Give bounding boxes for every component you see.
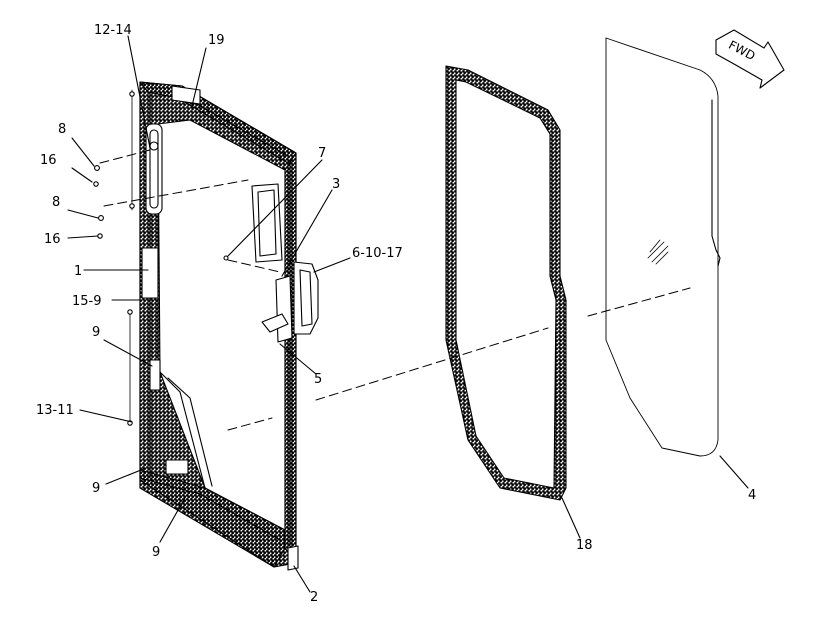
callout-8-lower: 8 [52, 195, 60, 210]
callout-9-upper: 9 [92, 325, 100, 340]
callout-16-upper: 16 [40, 153, 57, 168]
callout-labels: 12-14 19 8 16 8 16 1 15-9 9 13-11 9 9 7 … [36, 23, 756, 605]
callout-9-lower: 9 [152, 545, 160, 560]
callout-7: 7 [318, 146, 326, 161]
callout-9-middle: 9 [92, 481, 100, 496]
callout-1: 1 [74, 264, 82, 279]
callout-15-9: 15-9 [72, 294, 102, 309]
callout-5: 5 [314, 372, 322, 387]
callout-18: 18 [576, 538, 593, 553]
callout-4: 4 [748, 488, 756, 503]
callout-19: 19 [208, 33, 225, 48]
forward-arrow-icon: FWD [715, 29, 785, 89]
callout-13-11: 13-11 [36, 403, 74, 418]
callout-3: 3 [332, 177, 340, 192]
door-frame [93, 81, 319, 571]
callout-16-lower: 16 [44, 232, 61, 247]
callout-8-upper: 8 [58, 122, 66, 137]
leader-lines [67, 35, 749, 593]
callout-2: 2 [310, 590, 318, 605]
door-seal [445, 65, 567, 501]
callout-12-14: 12-14 [94, 23, 132, 38]
door-glass [605, 37, 721, 457]
callout-6-10-17: 6-10-17 [352, 246, 403, 261]
